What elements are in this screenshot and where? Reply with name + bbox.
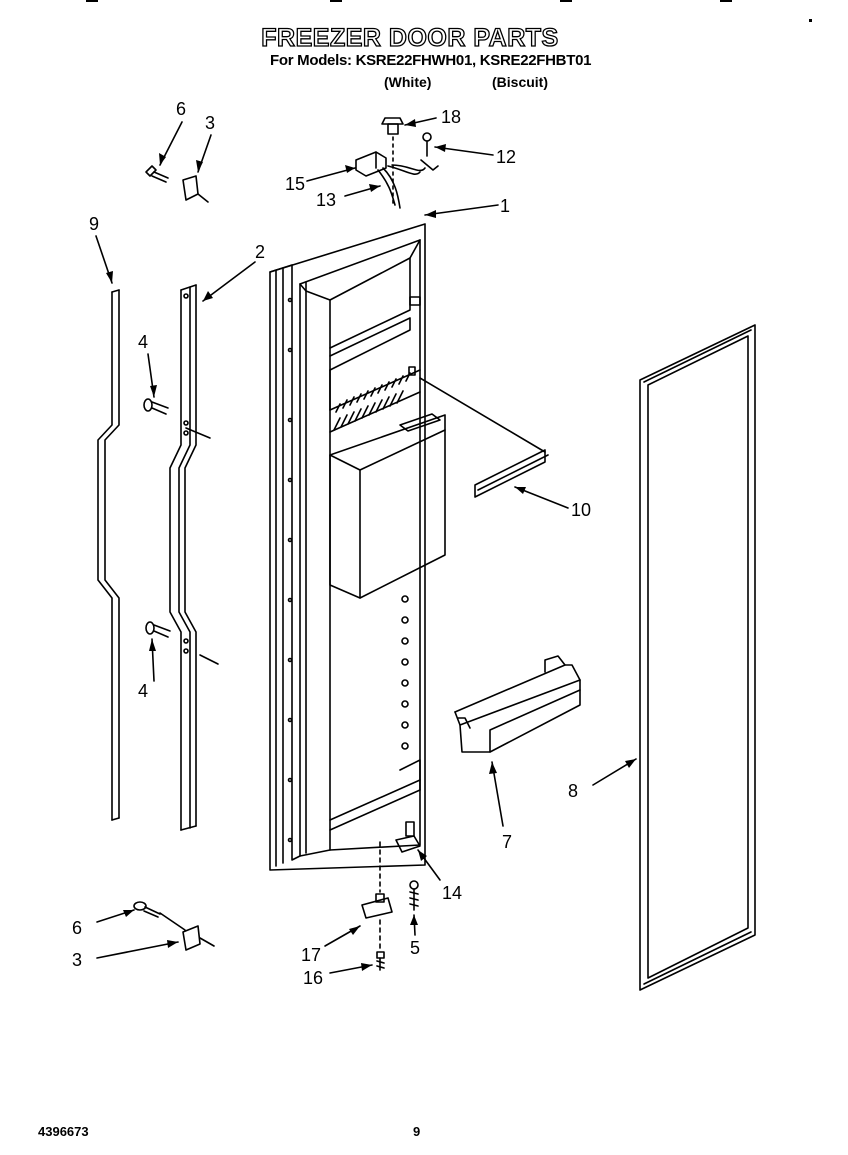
callout-labels: 6 3 9 2 4 4 15 13 18 12 1 10 7 8 14 5 17…: [72, 99, 591, 988]
part-1-door-panel: [269, 223, 446, 871]
part-6-screw-bottom: [133, 901, 161, 918]
part-5-screw: [409, 880, 419, 911]
callout-9: 9: [89, 214, 99, 234]
variant-biscuit: (Biscuit): [492, 74, 548, 90]
scan-artifact: [720, 0, 732, 2]
part-16-screw: [376, 951, 385, 971]
variant-white: (White): [384, 74, 432, 90]
scan-artifact: [560, 0, 572, 2]
part-9-strip: [97, 289, 120, 821]
callout-4-upper: 4: [138, 332, 148, 352]
callout-18: 18: [441, 107, 461, 127]
part-18-plug: [381, 117, 404, 135]
callout-6-top: 6: [176, 99, 186, 119]
part-4-screw-upper: [143, 398, 211, 439]
part-10-rail: [419, 377, 549, 498]
callout-12: 12: [496, 147, 516, 167]
part-3-hinge-cap-bottom: [159, 912, 215, 951]
part-3-hinge-cap-top: [182, 175, 209, 203]
part-8-gasket-frame: [639, 324, 756, 991]
part-12-screw: [420, 132, 439, 171]
callout-3-top: 3: [205, 113, 215, 133]
scan-artifact: [809, 19, 812, 22]
part-6-screw-top: [145, 165, 169, 183]
part-17-lower-hinge: [361, 841, 393, 951]
leader-lines: [95, 117, 637, 974]
callout-1: 1: [500, 196, 510, 216]
page-title: FREEZER DOOR PARTS: [261, 23, 559, 52]
callout-8: 8: [568, 781, 578, 801]
page-number: 9: [413, 1124, 421, 1139]
callout-5: 5: [410, 938, 420, 958]
callout-13: 13: [316, 190, 336, 210]
callout-10: 10: [571, 500, 591, 520]
part-2-hinge-bar: [169, 284, 197, 831]
callout-4-lower: 4: [138, 681, 148, 701]
part-7-door-bin: [454, 655, 581, 753]
callout-6-bottom: 6: [72, 918, 82, 938]
scan-artifact: [330, 0, 342, 2]
callout-2: 2: [255, 242, 265, 262]
callout-16: 16: [303, 968, 323, 988]
leader-arrowheads: [106, 119, 636, 971]
part-15-connector: [355, 151, 387, 177]
callout-17: 17: [301, 945, 321, 965]
callout-14: 14: [442, 883, 462, 903]
part-14-hinge-pin: [395, 821, 421, 853]
document-number: 4396673: [38, 1124, 89, 1139]
scan-artifact: [86, 0, 98, 2]
callout-7: 7: [502, 832, 512, 852]
part-4-screw-lower: [145, 621, 219, 665]
part-13-wire-harness: [377, 136, 426, 209]
models-line: For Models: KSRE22FHWH01, KSRE22FHBT01: [270, 52, 592, 69]
callout-15: 15: [285, 174, 305, 194]
callout-3-bottom: 3: [72, 950, 82, 970]
